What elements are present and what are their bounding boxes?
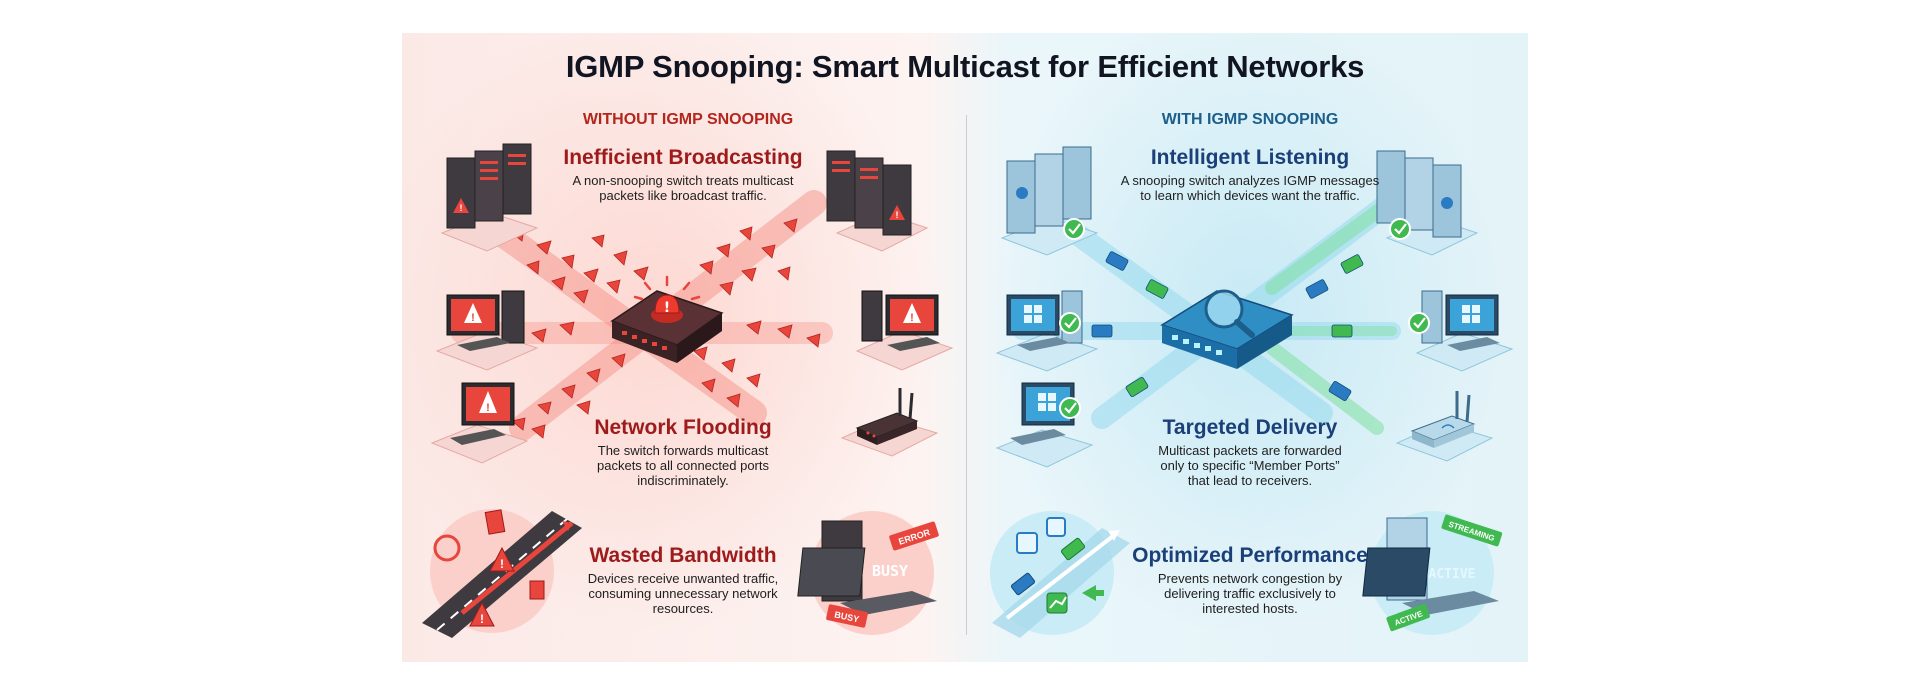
left-server-top-left: ! (440, 143, 539, 252)
svg-text:!: ! (500, 557, 504, 571)
svg-text:!: ! (664, 300, 670, 316)
svg-text:!: ! (460, 203, 463, 213)
svg-text:!: ! (480, 612, 484, 626)
targeted-delivery-heading: Targeted Delivery (1162, 416, 1338, 439)
targeted-delivery-block: Targeted Delivery Multicast packets are … (1110, 415, 1390, 488)
traffic-jam-illustration: ! ! (422, 509, 582, 638)
optimized-performance-heading: Optimized Performance (1132, 544, 1368, 567)
intelligent-listening-body: A snooping switch analyzes IGMP messages… (1120, 173, 1380, 203)
right-header: WITH IGMP SNOOPING (1161, 111, 1339, 128)
inefficient-broadcasting-block: Inefficient Broadcasting A non-snooping … (528, 145, 838, 203)
svg-text:!: ! (910, 312, 914, 324)
svg-text:!: ! (486, 402, 490, 414)
optimized-performance-block: Optimized Performance Prevents network c… (1120, 543, 1380, 616)
right-switch (1160, 289, 1294, 369)
inefficient-broadcasting-body: A non-snooping switch treats multicast p… (572, 173, 794, 203)
left-header: WITHOUT IGMP SNOOPING (582, 111, 794, 128)
inefficient-broadcasting-heading: Inefficient Broadcasting (563, 146, 803, 169)
network-flooding-heading: Network Flooding (594, 416, 772, 439)
streaming-server-illustration: ACTIVE STREAMING ACTIVE (1362, 511, 1503, 635)
active-screen-text: ACTIVE (1429, 567, 1476, 582)
right-server-top-right (1376, 150, 1479, 256)
right-desktop-mid-right (1408, 290, 1514, 372)
left-desktop-bottom: ! (430, 382, 529, 464)
targeted-delivery-body: Multicast packets are forwarded only to … (1158, 443, 1342, 488)
intelligent-listening-block: Intelligent Listening A snooping switch … (1100, 145, 1400, 203)
left-desktop-mid-right: ! (855, 290, 954, 371)
optimized-performance-body: Prevents network congestion by deliverin… (1157, 571, 1343, 616)
right-packets (1091, 251, 1364, 402)
network-flooding-body: The switch forwards multicast packets to… (597, 443, 769, 488)
busy-server-illustration: ! BUSY ERROR BUSY (797, 511, 939, 635)
left-router (840, 388, 939, 457)
network-flooding-block: Network Flooding The switch forwards mul… (538, 415, 828, 488)
network-diagram-art: ! ! ! (422, 143, 1514, 638)
wasted-bandwidth-heading: Wasted Bandwidth (589, 544, 777, 567)
wasted-bandwidth-body: Devices receive unwanted traffic, consum… (587, 571, 779, 616)
left-switch: ! (610, 275, 724, 363)
page-title: IGMP Snooping: Smart Multicast for Effic… (565, 49, 1365, 84)
right-desktop-bottom (995, 382, 1094, 468)
fast-lane-illustration (990, 511, 1130, 638)
intelligent-listening-heading: Intelligent Listening (1150, 146, 1350, 169)
right-router (1395, 391, 1494, 462)
busy-screen-text: BUSY (872, 562, 908, 580)
center-divider (966, 115, 967, 635)
infographic-canvas: IGMP Snooping: Smart Multicast for Effic… (402, 33, 1528, 662)
svg-text:!: ! (896, 210, 899, 220)
svg-text:!: ! (471, 312, 475, 324)
wasted-bandwidth-block: Wasted Bandwidth Devices receive unwante… (568, 543, 798, 616)
left-desktop-mid: ! (435, 290, 539, 371)
right-server-top-left (1000, 146, 1099, 256)
left-packets (465, 218, 821, 439)
left-server-top-right: ! (826, 150, 929, 252)
right-desktop-mid-left (995, 290, 1099, 372)
